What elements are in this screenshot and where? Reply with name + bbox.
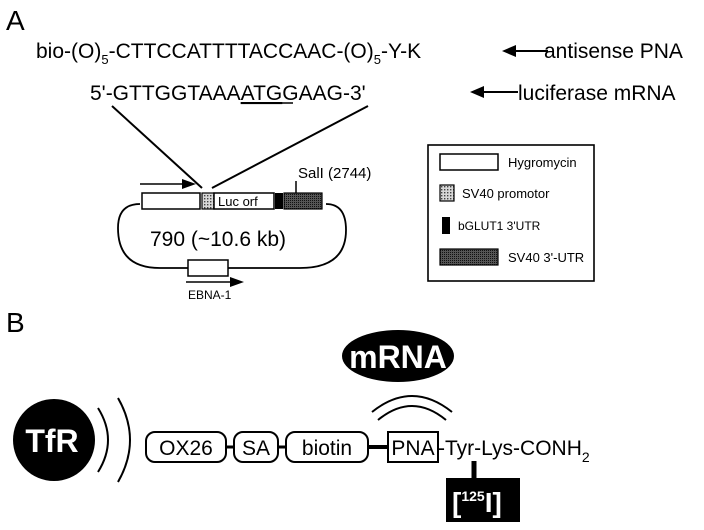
legend-label-bglut1: bGLUT1 3'UTR <box>458 219 541 233</box>
pna-box <box>387 431 439 463</box>
plasmid-map <box>117 179 347 287</box>
legend: Hygromycin SV40 promotor bGLUT1 3'UTR SV… <box>427 144 595 282</box>
ox26-label: OX26 <box>159 437 213 460</box>
peptide-tail-text: -Tyr-Lys-CONH <box>438 437 582 460</box>
plasmid-name: 790 (~10.6 kb) <box>150 228 286 251</box>
sal-site-label: SalI (2744) <box>298 165 371 182</box>
legend-label-sv40-promotor: SV40 promotor <box>462 186 550 201</box>
tfr-arc-2 <box>117 397 131 483</box>
mrna-seq-start: 5'-GTTGGTAAA <box>90 82 241 105</box>
promoter-arrow-head <box>182 179 196 189</box>
iodine-open-bracket: [ <box>452 487 461 518</box>
mrna-start-codon: ATG <box>241 82 283 105</box>
pna-seq-prefix: bio-(O) <box>36 40 101 63</box>
biotin-label: biotin <box>302 437 352 460</box>
legend-label-sv40-utr: SV40 3'-UTR <box>508 250 584 265</box>
pna-label: antisense PNA <box>544 40 683 63</box>
mrna-arrow <box>470 86 518 98</box>
mrna-ellipse <box>342 330 454 382</box>
hybrid-arc-inner <box>377 405 447 421</box>
pna-seq-sub2: 5 <box>374 52 381 67</box>
legend-swatch-hygromycin <box>439 153 499 171</box>
pna-seq-sub1: 5 <box>101 52 108 67</box>
legend-label-hygromycin: Hygromycin <box>508 155 577 170</box>
pna-box-label: PNA <box>391 437 434 460</box>
peptide-tail: -Tyr-Lys-CONH2 <box>438 437 590 465</box>
zoom-line-left <box>111 105 203 189</box>
iodine-mass-number: 125 <box>461 488 485 504</box>
mrna-ellipse-label: mRNA <box>349 339 447 375</box>
legend-swatch-sv40-utr <box>439 248 499 266</box>
plasmid-circle <box>117 203 347 269</box>
legend-swatch-sv40-promotor <box>439 184 455 202</box>
hygromycin-segment <box>141 192 201 210</box>
panel-b-label: B <box>6 307 25 338</box>
conjugate-chain: OX26 SA biotin PNA <box>145 431 439 463</box>
legend-swatch-bglut1 <box>442 217 450 234</box>
sa-label: SA <box>242 437 270 460</box>
ebna1-arrow-head <box>230 277 244 287</box>
pna-seq-middle: -CTTCCATTTTACCAAC-(O) <box>109 40 374 63</box>
iodine-element: I <box>485 487 493 518</box>
tfr-circle <box>13 399 95 481</box>
peptide-tail-sub: 2 <box>582 449 590 465</box>
iodine-box <box>446 478 520 522</box>
luc-orf-label: Luc orf <box>218 194 258 209</box>
tfr-label: TfR <box>25 423 78 459</box>
mrna-seq-end: GAAG-3' <box>282 82 365 105</box>
mrna-sequence: 5'-GTTGGTAAAATGGAAG-3' <box>90 82 366 105</box>
tfr-arc-1 <box>97 407 109 473</box>
pna-seq-suffix: -Y-K <box>381 40 421 63</box>
bglut1-segment <box>275 193 283 209</box>
panel-a-label: A <box>6 5 25 36</box>
pna-sequence: bio-(O)5-CTTCCATTTTACCAAC-(O)5-Y-K <box>36 40 421 67</box>
luc-orf-segment <box>213 192 275 210</box>
pna-arrow <box>502 45 548 57</box>
zoom-line-right <box>211 105 369 189</box>
hybrid-arc-outer <box>371 395 453 413</box>
iodine-close-bracket: ] <box>492 487 501 518</box>
ebna1-segment <box>187 259 229 277</box>
mrna-label: luciferase mRNA <box>518 82 676 105</box>
ebna1-label: EBNA-1 <box>188 288 232 302</box>
iodine-label: [125I] <box>452 487 502 518</box>
sv40-utr-segment <box>283 192 323 210</box>
sv40-promotor-segment <box>201 192 215 210</box>
